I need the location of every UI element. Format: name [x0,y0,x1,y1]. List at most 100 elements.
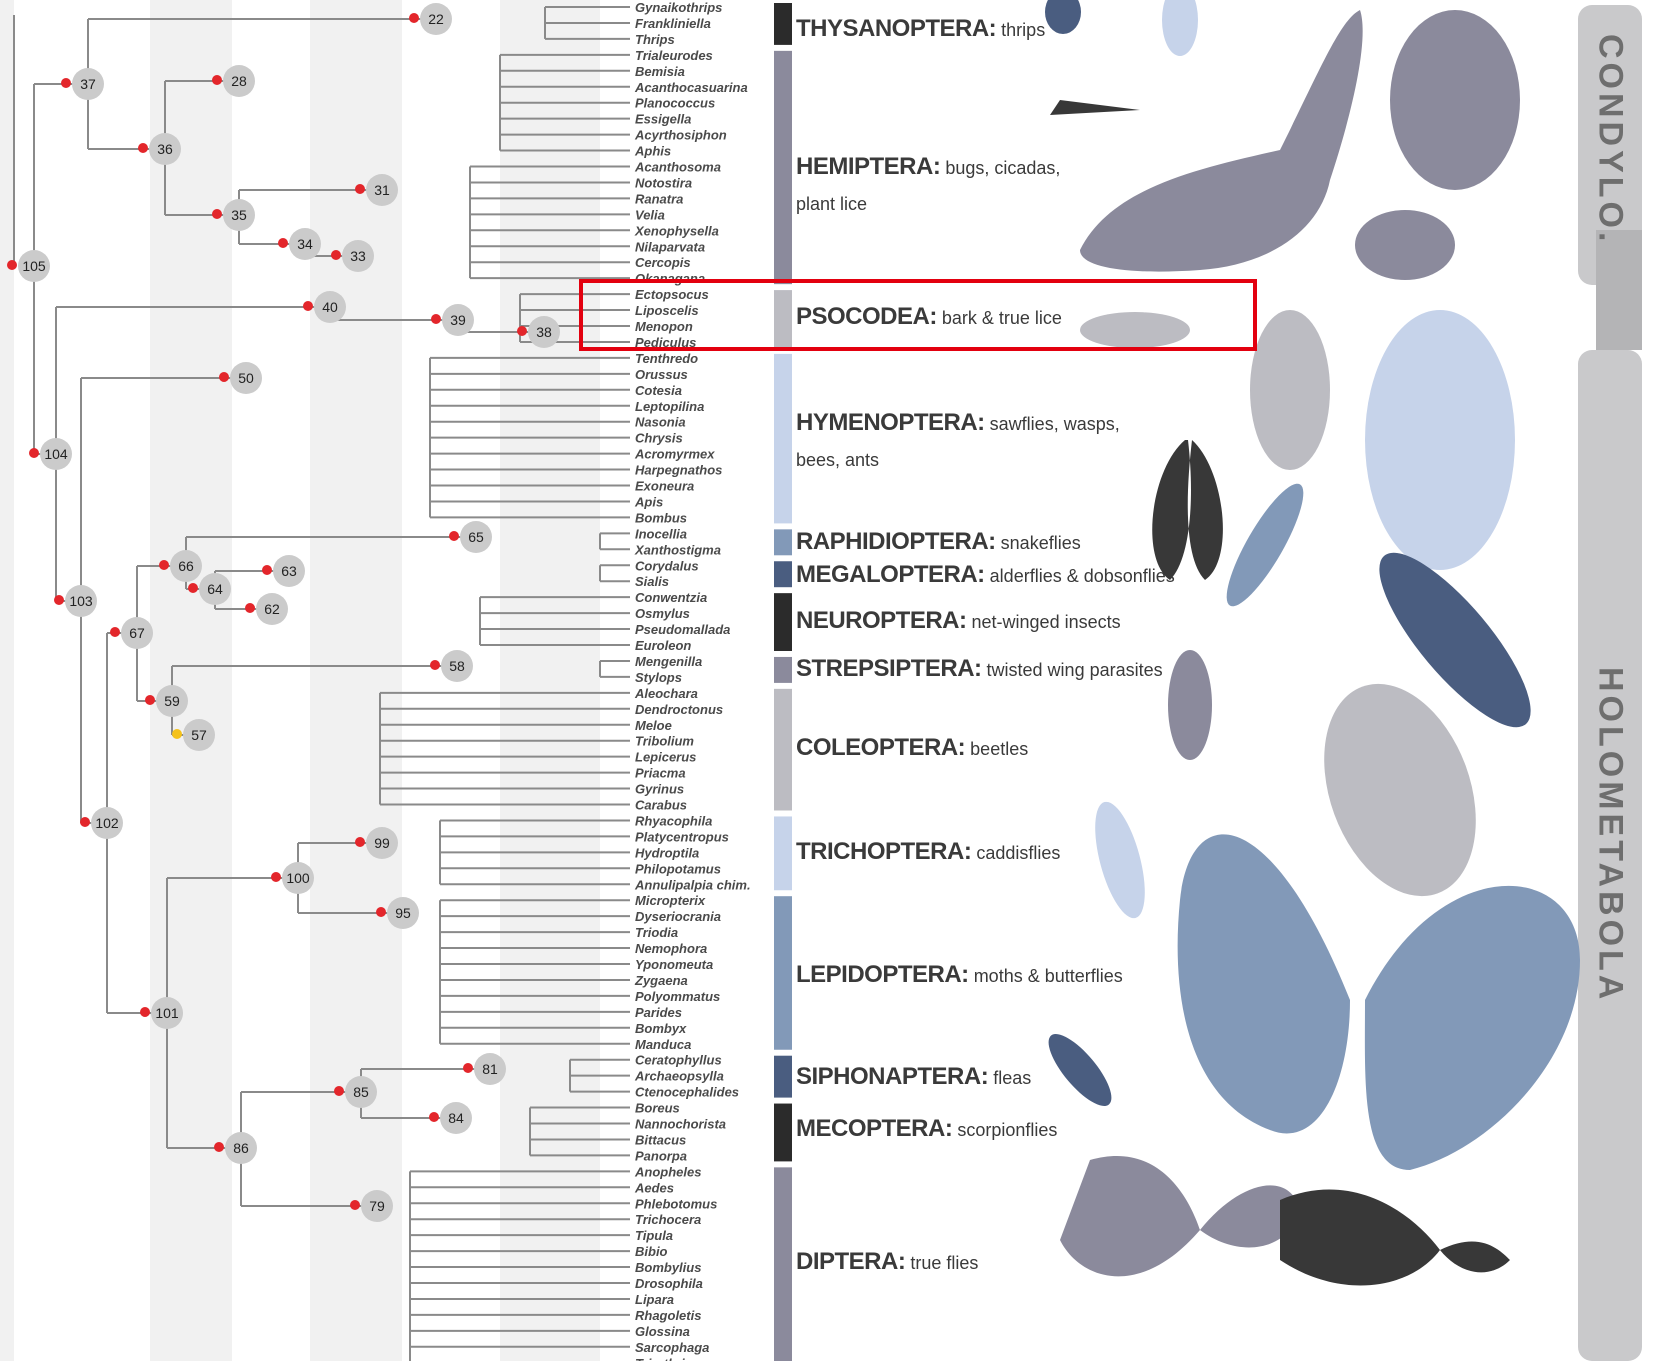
strepsiptera-silhouette [1168,650,1212,760]
node-circle [183,719,215,751]
node-circle [156,685,188,717]
order-label: STREPSIPTERA: twisted wing parasites [796,652,1163,689]
node-circle [230,362,262,394]
ground-beetle-silhouette [1324,683,1476,897]
superorder-label-condylo: CONDYLO. [1591,34,1630,246]
order-common-name: alderflies & dobsonflies [984,566,1175,586]
beetle-silhouette [1045,0,1081,34]
taxon-label: Panorpa [635,1148,687,1163]
node-dot [61,78,71,88]
node-dot [172,729,182,739]
aphid-silhouette [1162,0,1198,56]
node-dot [409,13,419,23]
taxon-label: Trichocera [635,1212,701,1227]
order-name: STREPSIPTERA: [796,655,982,682]
taxon-label: Zygaena [634,973,688,988]
taxon-label: Euroleon [635,638,691,653]
node-circle [223,199,255,231]
taxon-label: Annulipalpia chim. [634,877,751,892]
node-circle [441,650,473,682]
snakefly-silhouette [1226,483,1304,607]
order-name: SIPHONAPTERA: [796,1063,989,1090]
order-label: TRICHOPTERA: caddisflies [796,835,1060,872]
taxon-label: Liposcelis [635,303,699,318]
taxon-label: Dyseriocrania [635,909,721,924]
taxon-label: Xanthostigma [634,542,721,557]
taxon-label: Meloe [635,718,672,733]
order-color-bar [774,656,792,683]
holometabola-bar [1578,350,1642,1361]
order-common-name: scorpionflies [952,1120,1058,1140]
taxon-label: Lipara [635,1292,674,1307]
order-label: THYSANOPTERA: thrips [796,12,1045,49]
node-circle [65,585,97,617]
node-dot [517,326,527,336]
node-dot [350,1200,360,1210]
taxon-label: Drosophila [635,1276,703,1291]
taxon-label: Thrips [635,32,675,47]
taxon-label: Manduca [635,1037,691,1052]
node-dot [331,250,341,260]
order-common-name: caddisflies [971,843,1061,863]
taxon-label: Trialeurodes [635,48,713,63]
node-circle [289,228,321,260]
background-band [600,0,660,1361]
node-dot [262,565,272,575]
node-number: 58 [449,658,465,674]
taxon-label: Ectopsocus [635,287,709,302]
order-common-name-2: bees, ants [796,450,880,470]
node-number: 105 [22,258,46,274]
node-circle [440,1102,472,1134]
node-dot [430,660,440,670]
node-dot [376,907,386,917]
taxon-label: Parides [635,1005,682,1020]
cicada-silhouette [1080,10,1363,272]
condylo-connector [1596,230,1642,350]
taxon-label: Mengenilla [635,654,702,669]
taxon-label: Platycentropus [635,829,729,844]
taxon-label: Xenophysella [634,223,719,238]
taxon-label: Acanthocasuarina [634,80,748,95]
taxon-label: Nasonia [635,415,686,430]
pediculus-silhouette [1250,310,1330,470]
order-common-name: bark & true lice [936,308,1062,328]
flea-silhouette [1048,1034,1112,1106]
node-number: 40 [322,299,338,315]
taxon-label: Orussus [635,367,688,382]
node-dot [159,560,169,570]
taxon-label: Philopotamus [635,861,721,876]
taxon-label: Notostira [635,175,692,190]
node-number: 101 [155,1005,179,1021]
node-circle [72,68,104,100]
order-common-name: fleas [988,1068,1032,1088]
taxon-label: Triodia [635,925,678,940]
background-band [0,0,14,1361]
node-number: 100 [286,870,310,886]
taxon-label: Carabus [635,798,687,813]
order-name: HYMENOPTERA: [796,409,985,436]
node-number: 33 [350,248,366,264]
taxon-label: Lepicerus [635,750,696,765]
node-number: 64 [207,581,223,597]
taxon-label: Gynaikothrips [635,0,722,15]
node-dot [355,184,365,194]
order-name: NEUROPTERA: [796,607,967,634]
node-dot [463,1063,473,1073]
order-color-bar [774,3,792,45]
order-name: THYSANOPTERA: [796,15,997,42]
node-dot [303,301,313,311]
scorpionfly-silhouette [1280,1189,1510,1286]
order-color-bar [774,1055,792,1098]
order-common-name: snakeflies [995,533,1081,553]
node-number: 65 [468,529,484,545]
node-number: 103 [69,593,93,609]
order-common-name: beetles [965,739,1029,759]
node-number: 79 [369,1198,385,1214]
taxon-label: Dendroctonus [635,702,723,717]
order-label: RAPHIDIOPTERA: snakeflies [796,525,1081,562]
order-common-name: moths & butterflies [968,966,1123,986]
taxon-label: Triarthria [635,1356,692,1361]
order-color-bar [774,1167,792,1361]
taxon-label: Conwentzia [635,590,707,605]
order-label: MEGALOPTERA: alderflies & dobsonflies [796,558,1175,595]
